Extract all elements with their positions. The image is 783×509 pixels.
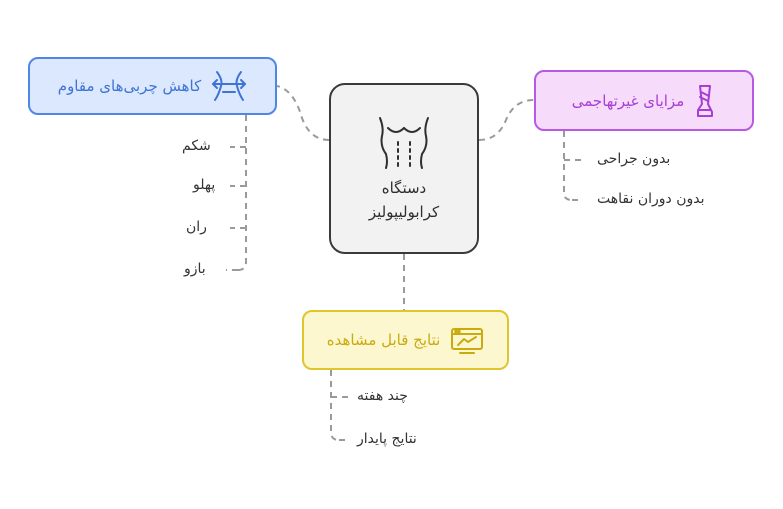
connector-fat-trunk xyxy=(237,115,247,271)
branch-advantages-label: مزایای غیرتهاجمی xyxy=(571,91,685,110)
leaf-adv-no-surgery: بدون جراحی xyxy=(597,151,671,167)
connector-center-fat xyxy=(276,85,330,141)
torso-icon xyxy=(379,116,429,169)
branch-advantages: مزایای غیرتهاجمی xyxy=(534,70,754,131)
leg-bandage-icon xyxy=(694,84,716,118)
branch-fat-label: کاهش چربی‌های مقاوم xyxy=(57,77,202,95)
waist-measure-icon xyxy=(211,70,247,102)
leaf-fat-thigh: ران xyxy=(186,219,207,235)
connector-res-trunk xyxy=(330,370,340,441)
center-label-line-1: دستگاه xyxy=(381,178,427,197)
leaf-fat-abdomen: شکم xyxy=(182,138,211,154)
leaf-res-lasting: نتایج پایدار xyxy=(357,431,417,447)
leaf-res-few-weeks: چند هفته xyxy=(357,388,408,404)
connector-adv-trunk xyxy=(563,131,573,201)
leaf-adv-no-recovery: بدون دوران نقاهت xyxy=(597,191,705,207)
branch-results: نتایج قابل مشاهده xyxy=(302,310,509,370)
branch-results-label: نتایج قابل مشاهده xyxy=(326,331,441,349)
leaf-fat-flank: پهلو xyxy=(193,177,216,193)
leaf-fat-arm: بازو xyxy=(184,261,206,277)
center-node: دستگاه کرابولیپولیز xyxy=(329,83,479,254)
monitor-chart-icon xyxy=(450,325,484,355)
connector-center-advantages xyxy=(478,99,535,141)
branch-fat-reduction: کاهش چربی‌های مقاوم xyxy=(28,57,277,115)
center-label: دستگاه کرابولیپولیز xyxy=(369,176,439,224)
center-label-line-2: کرابولیپولیز xyxy=(368,202,440,221)
